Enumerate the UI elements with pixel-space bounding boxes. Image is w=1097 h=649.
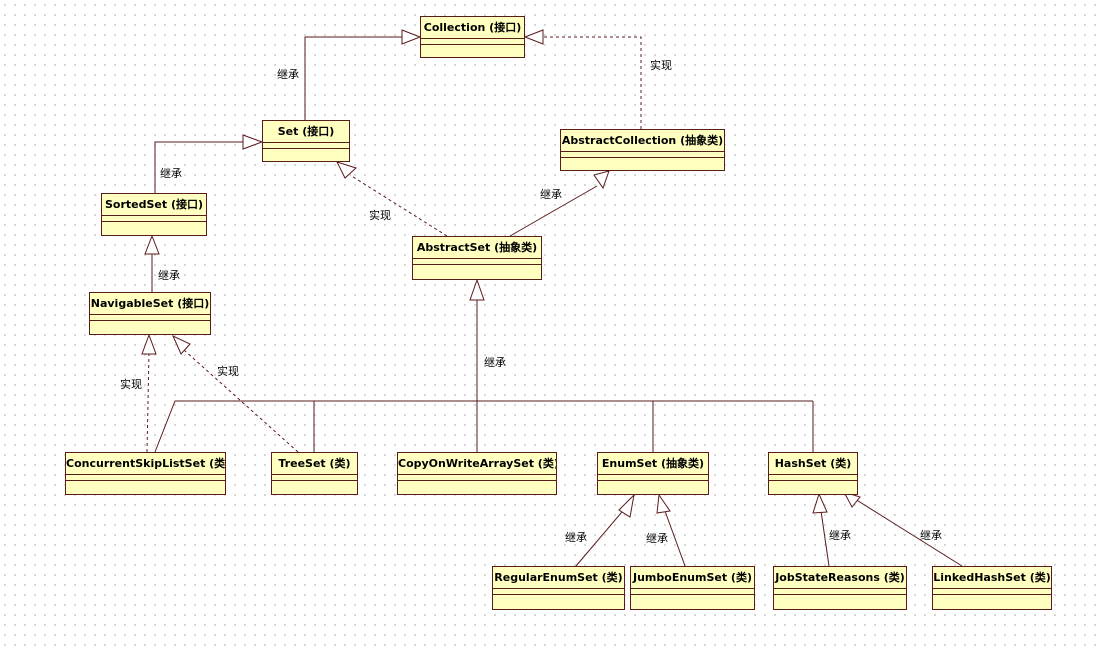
edge-label: 继承 (158, 269, 180, 282)
class-name: AbstractCollection (抽象类) (561, 130, 724, 152)
edge-linked-hashset (854, 498, 963, 567)
class-name: Collection (接口) (421, 17, 524, 39)
edge-abstractset-abstractcollection (509, 185, 598, 237)
class-box-regular-enum-set[interactable]: RegularEnumSet (类) (492, 566, 625, 610)
arrowhead-enumset-right (656, 493, 671, 514)
edge-jumbo-enumset (664, 510, 686, 567)
edge-label: 继承 (920, 529, 942, 542)
class-name: CopyOnWriteArraySet (类) (398, 453, 556, 475)
class-box-abstract-set[interactable]: AbstractSet (抽象类) (412, 236, 542, 280)
edge-sortedset-set (154, 141, 247, 193)
edge-label: 实现 (369, 209, 391, 222)
arrowhead-abstractset-bottom (469, 278, 485, 301)
class-box-enum-set[interactable]: EnumSet (抽象类) (597, 452, 709, 495)
edge-label: 继承 (829, 529, 851, 542)
arrowhead-set-left (242, 134, 264, 150)
edge-bus-horizontal (154, 400, 813, 453)
edge-label: 继承 (277, 68, 299, 81)
edge-label: 继承 (160, 167, 182, 180)
class-name: RegularEnumSet (类) (493, 567, 624, 589)
class-name: TreeSet (类) (272, 453, 357, 475)
edge-abstractset-set (349, 174, 448, 237)
class-box-linked-hash-set[interactable]: LinkedHashSet (类) (932, 566, 1052, 610)
arrowhead-collection-right (523, 29, 544, 45)
class-box-navigable-set[interactable]: NavigableSet (接口) (89, 292, 211, 335)
class-name: JumboEnumSet (类) (631, 567, 754, 589)
arrowhead-abstractcollection-bottom (593, 170, 610, 190)
arrowhead-set-bottom (336, 161, 357, 179)
edge-concurrent-navigableset (146, 351, 150, 453)
class-box-job-state-reasons[interactable]: JobStateReasons (类) (773, 566, 907, 610)
class-name: NavigableSet (接口) (90, 293, 210, 315)
class-box-set[interactable]: Set (接口) (262, 120, 350, 162)
edge-set-collection (304, 36, 406, 122)
class-box-sorted-set[interactable]: SortedSet (接口) (101, 193, 207, 236)
edge-label: 实现 (217, 365, 239, 378)
class-box-collection[interactable]: Collection (接口) (420, 16, 525, 58)
class-box-tree-set[interactable]: TreeSet (类) (271, 452, 358, 495)
class-name: LinkedHashSet (类) (933, 567, 1051, 589)
class-box-abstract-collection[interactable]: AbstractCollection (抽象类) (560, 129, 725, 171)
edge-label: 继承 (565, 531, 587, 544)
class-name: SortedSet (接口) (102, 194, 206, 216)
edge-treeset-navigableset (183, 349, 299, 453)
edge-label: 继承 (646, 532, 668, 545)
class-name: Set (接口) (263, 121, 349, 143)
class-name: JobStateReasons (类) (774, 567, 906, 589)
class-name: ConcurrentSkipListSet (类) (66, 453, 225, 475)
class-box-hash-set[interactable]: HashSet (类) (768, 452, 858, 495)
class-box-concurrent-skip-list-set[interactable]: ConcurrentSkipListSet (类) (65, 452, 226, 495)
class-name: EnumSet (抽象类) (598, 453, 708, 475)
class-box-jumbo-enum-set[interactable]: JumboEnumSet (类) (630, 566, 755, 610)
edge-abstractcollection-collection (539, 36, 642, 129)
edge-label: 继承 (484, 356, 506, 369)
arrowhead-hashset-left (812, 492, 828, 514)
class-name: AbstractSet (抽象类) (413, 237, 541, 259)
edge-label: 实现 (120, 378, 142, 391)
edge-jobstate-hashset (820, 510, 830, 567)
edge-regular-enumset (575, 505, 628, 567)
edge-label: 继承 (540, 188, 562, 201)
class-box-copy-on-write-array-set[interactable]: CopyOnWriteArraySet (类) (397, 452, 557, 495)
arrowhead-navigableset-left (141, 333, 157, 355)
arrowhead-enumset-left (618, 493, 635, 518)
class-name: HashSet (类) (769, 453, 857, 475)
edge-label: 实现 (650, 59, 672, 72)
arrowhead-collection-left (401, 29, 422, 45)
arrowhead-navigableset-right (171, 334, 191, 355)
arrowhead-sortedset-bottom (144, 234, 160, 255)
